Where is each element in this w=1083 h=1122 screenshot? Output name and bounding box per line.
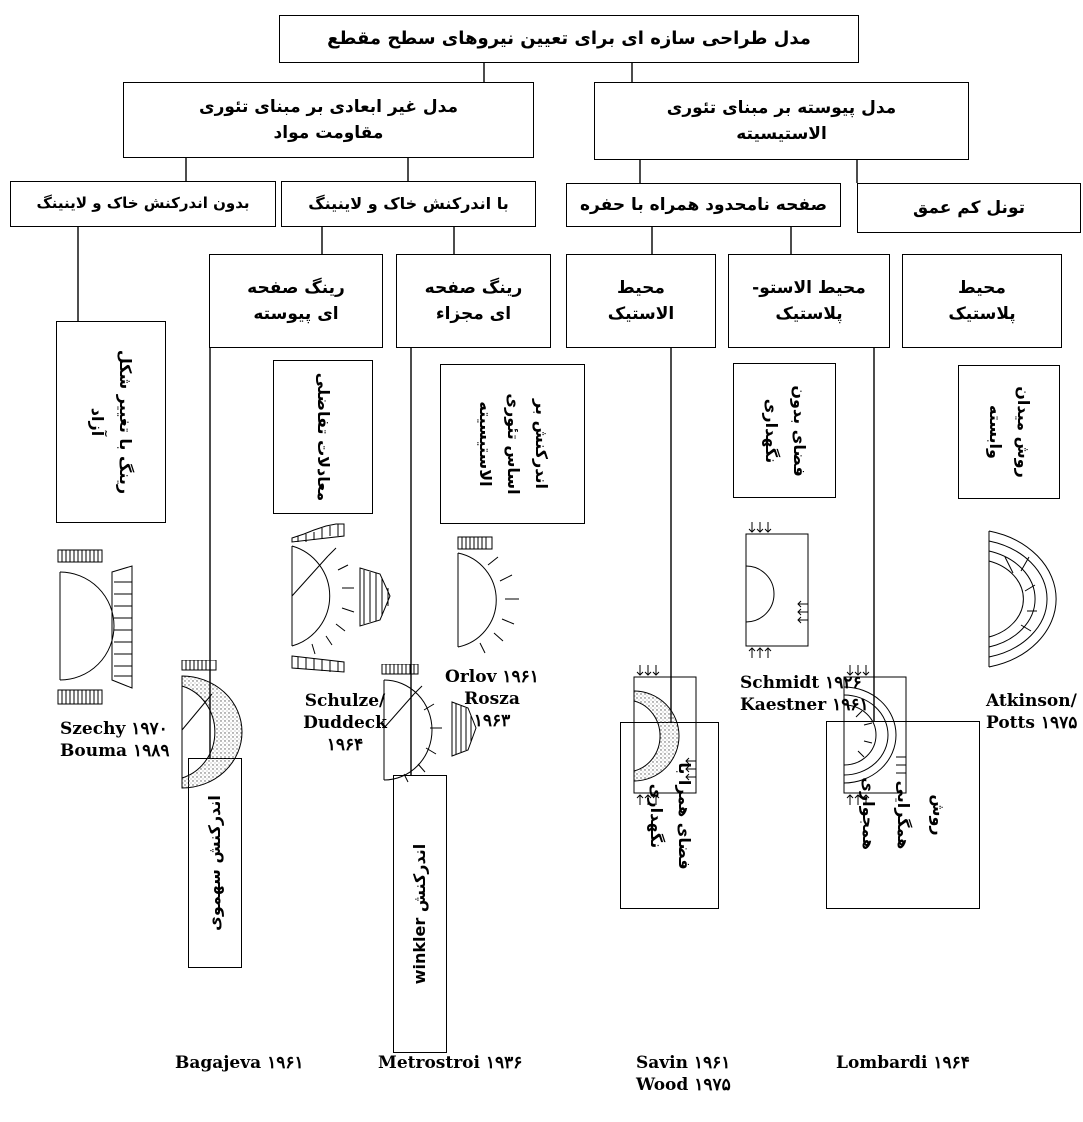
differential-equations-box: معادلات تفاضلی (273, 360, 373, 514)
free-deformation-ring-label: رینگ با تغییر شکل آزاد (88, 349, 135, 495)
metrostroi-diagram (381, 664, 477, 783)
elastic-medium-label: محیط الاستیک (607, 277, 675, 324)
space-without-support-box: فضای بدون نگهداری (733, 363, 836, 498)
continuous-ring-box: رینگ صفحه ای پیوسته (209, 254, 383, 348)
elasto-plastic-medium-box: محیط الاستو- پلاستیک (728, 254, 890, 348)
schmidt-kaestner-diagram (745, 522, 809, 658)
segmented-ring-label: رینگ صفحه ای مجزاء (424, 277, 523, 324)
orlov-rosza-ref: Orlov ۱۹۶۱ Rosza ۱۹۶۳ (445, 667, 539, 732)
dependent-field-box: روش میدان وابسته (958, 365, 1060, 499)
lombardi-diagram (843, 665, 907, 805)
space-without-support-label: فضای بدون نگهداری (761, 384, 809, 477)
atkinson-potts-diagram (988, 530, 1057, 668)
bagajeva-ref: Bagajeva ۱۹۶۱ (175, 1053, 304, 1073)
plastic-medium-box: محیط پلاستیک (902, 254, 1062, 348)
root-box: مدل طراحی سازه ای برای تعیین نیروهای سطح… (279, 15, 859, 63)
continuous-ring-label: رینگ صفحه ای پیوسته (247, 277, 345, 324)
root-label: مدل طراحی سازه ای برای تعیین نیروهای سطح… (327, 28, 811, 50)
schmidt-kaestner-ref: Schmidt ۱۹۲۶ Kaestner ۱۹۶۱ (740, 673, 869, 716)
differential-equations-label: معادلات تفاضلی (314, 372, 333, 502)
elastic-medium-box: محیط الاستیک (566, 254, 716, 348)
plastic-medium-label: محیط پلاستیک (948, 277, 1016, 324)
non-dimensional-model-box: مدل غیر ابعادی بر مبنای تئوری مقاومت موا… (123, 82, 534, 158)
metrostroi-ref: Metrostroi ۱۹۳۶ (378, 1053, 523, 1073)
shallow-tunnel-label: تونل کم عمق (913, 197, 1025, 218)
parabolic-interaction-box: اندرکنش سهموی (188, 758, 242, 968)
orlov-rosza-diagram (457, 536, 519, 654)
bagajeva-diagram (181, 660, 243, 789)
elasticity-interaction-label: اندرکنش بر اساس تئوری الاستیسیته (475, 393, 551, 495)
parabolic-interaction-label: اندرکنش سهموی (205, 795, 224, 931)
winkler-interaction-box: اندرکنش winkler (393, 775, 447, 1053)
winkler-interaction-label: اندرکنش winkler (410, 843, 429, 985)
convergence-confinement-box: روش همگرایی همجواری (826, 721, 980, 909)
without-interaction-box: بدون اندرکنش خاک و لاینینگ (10, 181, 276, 227)
segmented-ring-box: رینگ صفحه ای مجزاء (396, 254, 551, 348)
with-interaction-label: با اندرکنش خاک و لاینینگ (308, 193, 509, 213)
free-deformation-ring-box: رینگ با تغییر شکل آزاد (56, 321, 166, 523)
szechy-bouma-diagram (57, 549, 133, 705)
infinite-plate-label: صفحه نامحدود همراه با حفره (579, 194, 828, 215)
atkinson-potts-ref: Atkinson/ Potts ۱۹۷۵ (986, 691, 1078, 734)
with-interaction-box: با اندرکنش خاک و لاینینگ (281, 181, 536, 227)
dependent-field-label: روش میدان وابسته (986, 386, 1033, 478)
schulze-duddeck-diagram (291, 523, 391, 673)
schulze-duddeck-ref: Schulze/ Duddeck ۱۹۶۴ (303, 691, 387, 756)
lombardi-ref: Lombardi ۱۹۶۴ (836, 1053, 970, 1073)
continuum-model-box: مدل پیوسته بر مبنای تئوری الاستیسیته (594, 82, 969, 160)
elasticity-interaction-box: اندرکنش بر اساس تئوری الاستیسیته (440, 364, 585, 524)
infinite-plate-box: صفحه نامحدود همراه با حفره (566, 183, 841, 227)
non-dimensional-model-label: مدل غیر ابعادی بر مبنای تئوری مقاومت موا… (199, 96, 458, 143)
without-interaction-label: بدون اندرکنش خاک و لاینینگ (36, 194, 250, 213)
shallow-tunnel-box: تونل کم عمق (857, 183, 1081, 233)
elasto-plastic-medium-label: محیط الاستو- پلاستیک (752, 277, 866, 324)
savin-wood-ref: Savin ۱۹۶۱ Wood ۱۹۷۵ (636, 1053, 731, 1096)
continuum-model-label: مدل پیوسته بر مبنای تئوری الاستیسیته (666, 97, 897, 144)
szechy-bouma-ref: Szechy ۱۹۷۰ Bouma ۱۹۸۹ (60, 719, 170, 762)
savin-wood-diagram (633, 665, 697, 805)
